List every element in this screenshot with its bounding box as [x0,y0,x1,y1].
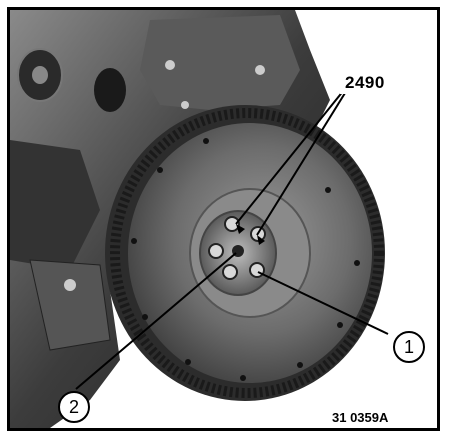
block-opening [94,68,126,112]
bracket-bolt [64,279,76,291]
figure-frame: 2490 1 2 31 0359A [7,7,440,431]
callout-1: 1 [393,331,425,363]
leader-lines [75,84,389,390]
pulley-hub [32,66,48,84]
block-bolt [181,101,189,109]
block-bolt [165,60,175,70]
callout-2: 2 [58,391,90,423]
figure-reference: 31 0359A [328,409,393,426]
engine-casting [140,15,300,110]
mounting-bracket [29,259,111,351]
flywheel [105,105,385,401]
tool-number-label: 2490 [340,72,390,94]
engine-side-casting [10,140,100,270]
block-bolt [255,65,265,75]
